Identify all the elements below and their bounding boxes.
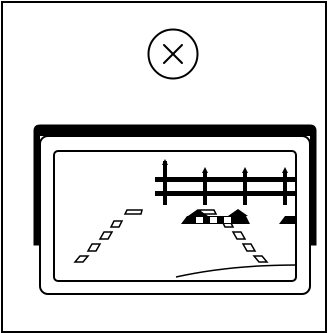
rear-camera-monitor-icon	[30, 123, 320, 303]
monitor-screen	[54, 151, 296, 281]
circled-x-icon	[146, 27, 200, 81]
